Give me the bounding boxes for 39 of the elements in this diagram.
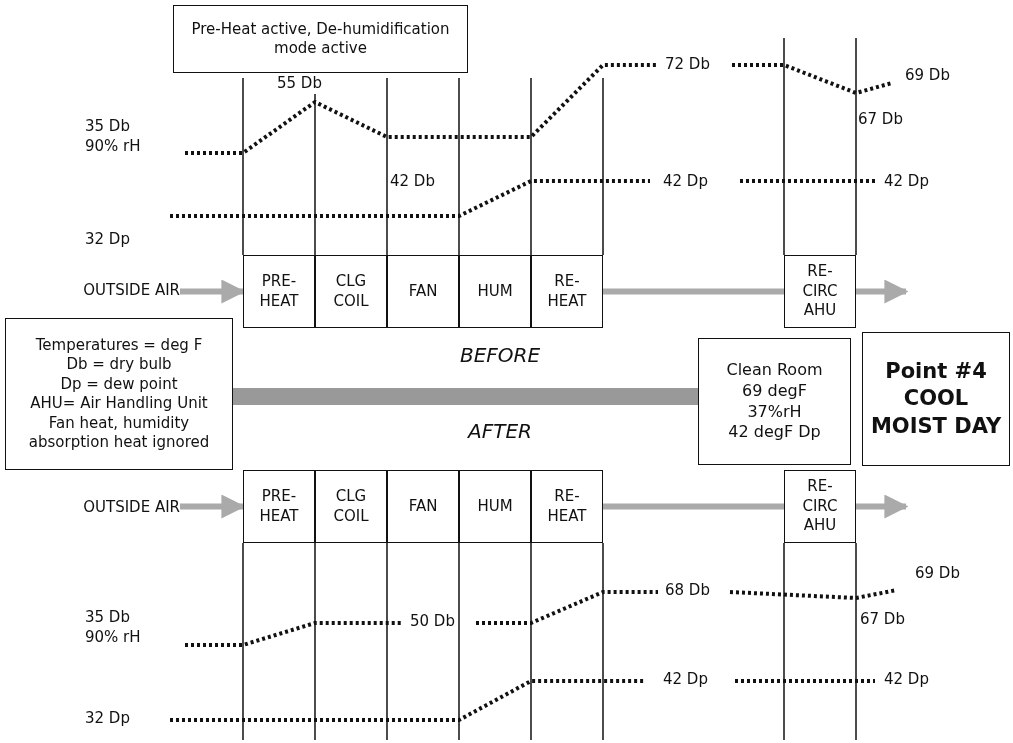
- box-text: Db = dry bulb: [66, 355, 172, 375]
- process-box: FAN: [387, 255, 459, 328]
- process-box: PRE-HEAT: [243, 470, 315, 543]
- inlet-label: OUTSIDE AIR: [40, 282, 180, 300]
- room-condition-box: [698, 338, 851, 465]
- value-label: 42 Dp: [663, 172, 708, 192]
- value-label: 32 Dp: [85, 230, 130, 250]
- flow-arrow: [856, 494, 909, 519]
- divider-bar: [233, 388, 698, 405]
- box-text: COOL MOIST DAY: [869, 385, 1003, 440]
- box-text: Fan heat, humidity absorption heat ignored: [27, 413, 211, 453]
- note-box: Pre-Heat active, De-humidification mode active: [173, 5, 468, 73]
- box-text: 69 degF: [742, 380, 807, 402]
- condition-title-box: [862, 332, 1010, 466]
- process-box: RE-HEAT: [531, 470, 603, 543]
- process-box: FAN: [387, 470, 459, 543]
- box-text: 42 degF Dp: [728, 422, 821, 444]
- value-label: 42 Dp: [663, 670, 708, 690]
- process-box: RE-CIRC AHU: [784, 255, 856, 328]
- process-box: CLG COIL: [315, 255, 387, 328]
- process-box: PRE-HEAT: [243, 255, 315, 328]
- process-box: HUM: [459, 255, 531, 328]
- flow-arrow: [856, 279, 909, 304]
- process-box: CLG COIL: [315, 470, 387, 543]
- value-label: 55 Db: [277, 74, 322, 94]
- process-box: HUM: [459, 470, 531, 543]
- value-label: 42 Dp: [884, 172, 929, 192]
- box-text: 37%rH: [747, 401, 802, 423]
- box-text: Temperatures = deg F: [35, 335, 203, 355]
- key-box: [5, 318, 233, 470]
- inlet-label: OUTSIDE AIR: [40, 499, 180, 517]
- box-text: AHU= Air Handling Unit: [30, 394, 208, 414]
- point-number: Point #4: [885, 358, 987, 386]
- value-label: 42 Dp: [884, 670, 929, 690]
- process-box: RE-CIRC AHU: [784, 470, 856, 543]
- box-text: Clean Room: [726, 359, 823, 381]
- process-box: RE-HEAT: [531, 255, 603, 328]
- value-label: 32 Dp: [85, 709, 130, 729]
- box-text: Dp = dew point: [60, 374, 178, 394]
